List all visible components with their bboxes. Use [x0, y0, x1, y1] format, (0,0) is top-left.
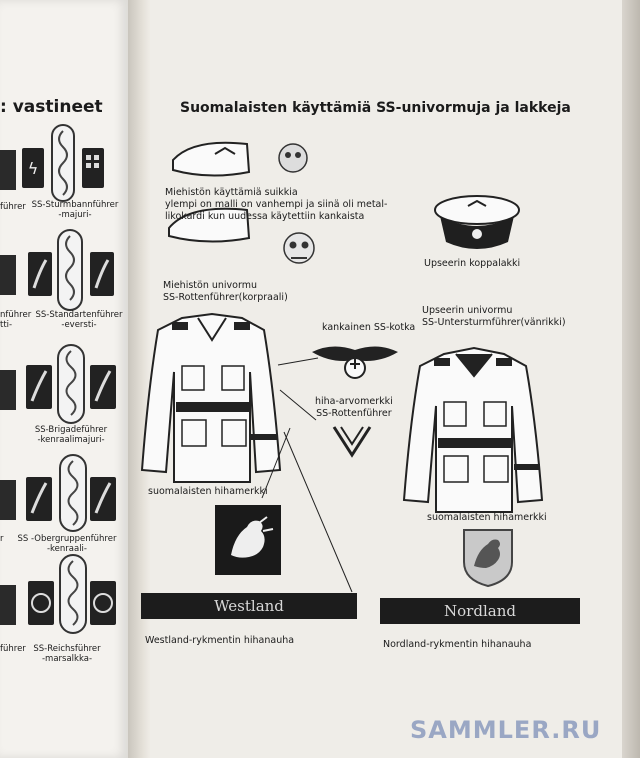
nordland-cuff-title: Nordland: [380, 598, 580, 624]
page-title: Suomalaisten käyttämiä SS-univormuja ja …: [180, 100, 571, 116]
watermark: SAMMLER.RU: [410, 716, 602, 744]
rank-label-2: SS-Standartenführer -eversti-: [35, 310, 123, 330]
finnish-badge-caption-right: suomalaisten hihamerkki: [427, 512, 547, 523]
insignia-row-2: [0, 229, 114, 311]
enlisted-tunic-illustration: [140, 312, 282, 483]
officer-tunic-illustration: [402, 346, 544, 513]
rank-label-3: SS-Brigadeführer -kenraalimajuri-: [34, 425, 108, 445]
officer-cap-caption: Upseerin koppalakki: [424, 258, 521, 269]
enlisted-uniform-caption: Miehistön univormu SS-Rottenführer(korpr…: [163, 280, 288, 303]
rank-fragment-4: r: [0, 534, 4, 544]
rank-fragment-2: nführer tti-: [0, 310, 32, 330]
finnish-lion-shield-badge: [463, 529, 513, 588]
insignia-row-5: [0, 554, 116, 634]
rank-label-1: SS-Sturmbannführer -majuri-: [31, 200, 119, 220]
rank-fragment-5: führer: [0, 644, 26, 654]
field-caps-illustration: [168, 141, 315, 264]
left-page-heading: : vastineet: [0, 97, 103, 117]
sleeve-rank-caption: hiha-arvomerkki SS-Rottenführer: [315, 396, 393, 419]
insignia-row-3: [0, 344, 116, 424]
rank-insignia-column: ϟ: [0, 124, 116, 634]
westland-caption: Westland-rykmentin hihanauha: [145, 635, 295, 646]
page-edge: [622, 0, 640, 758]
svg-text:ϟ: ϟ: [28, 159, 39, 178]
rank-label-5: SS-Reichsführer -marsalkka-: [33, 644, 101, 664]
book-gutter: [128, 0, 150, 758]
nordland-caption: Nordland-rykmentin hihanauha: [383, 639, 532, 650]
rank-fragment-1: führer: [0, 202, 26, 212]
officer-peaked-cap: [434, 195, 520, 249]
finnish-lion-badge-black: [215, 505, 281, 575]
eagle-caption: kankainen SS-kotka: [322, 322, 416, 333]
sleeve-chevron: [332, 426, 372, 458]
finnish-badge-caption-left: suomalaisten hihamerkki: [148, 486, 268, 497]
insignia-row-1: ϟ: [0, 124, 104, 202]
rank-label-4: SS -Obergruppenführer -kenraali-: [17, 534, 117, 554]
officer-uniform-caption: Upseerin univormu SS-Untersturmführer(vä…: [422, 305, 566, 328]
westland-cuff-title: Westland: [141, 593, 357, 619]
insignia-row-4: [0, 454, 116, 532]
cloth-eagle-badge: [312, 346, 398, 379]
field-caps-caption: Miehistön käyttämiä suikkia ylempi on ma…: [165, 187, 388, 222]
